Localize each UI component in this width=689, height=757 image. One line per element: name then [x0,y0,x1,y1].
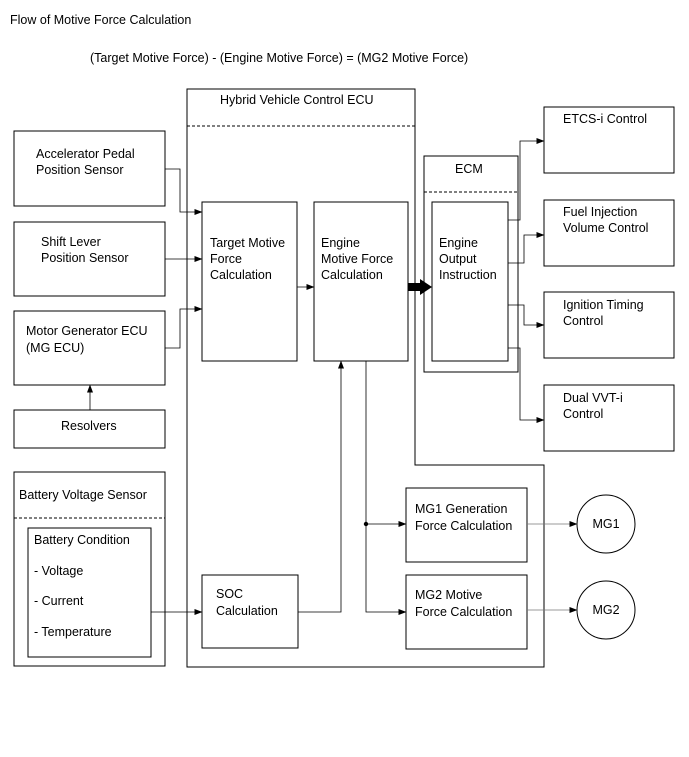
svg-text:Calculation: Calculation [210,268,272,282]
ignition-timing-box: Ignition Timing Control [543,291,675,359]
svg-text:- Temperature: - Temperature [34,625,112,639]
ecm-label: ECM [455,162,483,176]
svg-text:Ignition Timing: Ignition Timing [563,298,644,312]
svg-text:Dual VVT-i: Dual VVT-i [563,391,623,405]
svg-text:MG1: MG1 [592,517,619,531]
svg-text:- Current: - Current [34,594,84,608]
soc-calculation-box: SOC Calculation [201,574,299,649]
svg-text:Calculation: Calculation [216,604,278,618]
svg-text:Fuel Injection: Fuel Injection [563,205,637,219]
svg-text:Motor Generator ECU: Motor Generator ECU [26,324,148,338]
svg-text:Engine: Engine [321,236,360,250]
svg-text:MG2 Motive: MG2 Motive [415,588,482,602]
svg-text:Calculation: Calculation [321,268,383,282]
svg-text:Output: Output [439,252,477,266]
svg-text:ETCS-i Control: ETCS-i Control [563,112,647,126]
svg-text:Control: Control [563,407,603,421]
resolvers-box: Resolvers [13,409,166,449]
svg-text:Target Motive: Target Motive [210,236,285,250]
svg-text:Shift Lever: Shift Lever [41,235,101,249]
svg-text:Instruction: Instruction [439,268,497,282]
hv-ecu-label: Hybrid Vehicle Control ECU [220,93,374,107]
mg1-motor: MG1 [576,494,636,554]
svg-text:Volume Control: Volume Control [563,221,648,235]
svg-text:Position Sensor: Position Sensor [41,251,129,265]
target-motive-force-box: Target Motive Force Calculation [201,201,298,362]
mg1-generation-box: MG1 Generation Force Calculation [405,487,528,563]
svg-text:Resolvers: Resolvers [61,419,117,433]
etcs-control-box: ETCS-i Control [543,106,675,174]
mg-ecu-box: Motor Generator ECU (MG ECU) [13,310,166,386]
svg-text:SOC: SOC [216,587,243,601]
engine-output-box: Engine Output Instruction [431,201,509,362]
svg-text:Engine: Engine [439,236,478,250]
page-title: Flow of Motive Force Calculation [10,13,191,27]
shift-sensor-box: Shift Lever Position Sensor [13,221,166,297]
mg2-motive-box: MG2 Motive Force Calculation [405,574,528,650]
formula: (Target Motive Force) - (Engine Motive F… [90,51,468,65]
svg-text:Force Calculation: Force Calculation [415,605,512,619]
svg-text:Motive Force: Motive Force [321,252,393,266]
svg-text:Force: Force [210,252,242,266]
svg-text:(MG ECU): (MG ECU) [26,341,84,355]
fuel-injection-box: Fuel Injection Volume Control [543,199,675,267]
dual-vvt-box: Dual VVT-i Control [543,384,675,452]
connector-lines [87,138,578,615]
svg-text:MG2: MG2 [592,603,619,617]
svg-text:Position Sensor: Position Sensor [36,163,124,177]
svg-text:- Voltage: - Voltage [34,564,83,578]
svg-text:MG1 Generation: MG1 Generation [415,502,507,516]
mg2-motor: MG2 [576,580,636,640]
engine-motive-force-box: Engine Motive Force Calculation [313,201,409,362]
svg-text:Battery Voltage Sensor: Battery Voltage Sensor [19,488,147,502]
svg-text:Accelerator Pedal: Accelerator Pedal [36,147,135,161]
svg-text:Control: Control [563,314,603,328]
battery-condition-box: Battery Condition - Voltage - Current - … [27,527,152,658]
svg-text:Battery Condition: Battery Condition [34,533,130,547]
svg-text:Force Calculation: Force Calculation [415,519,512,533]
accel-sensor-box: Accelerator Pedal Position Sensor [13,130,166,207]
